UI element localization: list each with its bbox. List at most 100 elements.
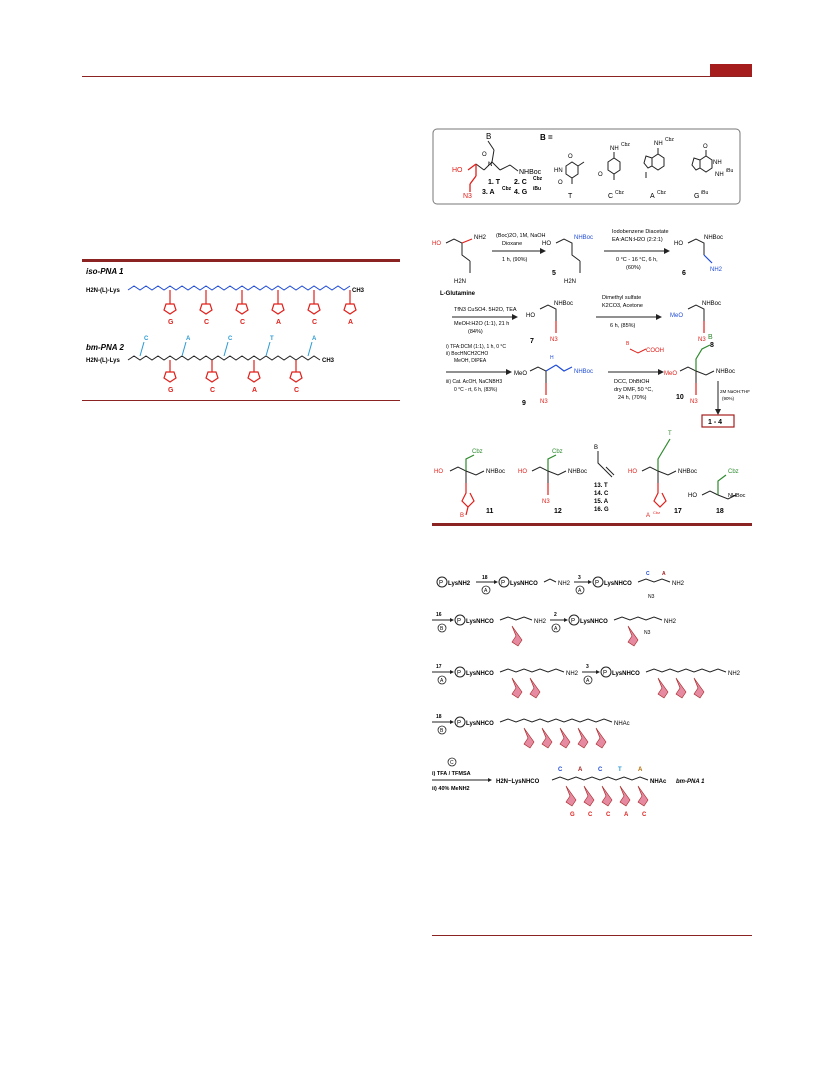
syn-step3-a: TfN3 CuSO4. 5H2O, TEA — [454, 307, 517, 313]
syn-7-n3: N3 — [550, 337, 558, 343]
svg-text:O: O — [703, 144, 708, 150]
syn-9-nhboc: NHBoc — [574, 369, 593, 375]
sp-nh2-2: NH2 — [672, 581, 685, 587]
syn-acid-cooh: COOH — [646, 348, 664, 354]
header-tab — [710, 64, 752, 76]
sp-row3-phase2: A — [586, 678, 590, 684]
sp-row2-n3: N3 — [644, 630, 651, 636]
syn-step4-b: K2CO3, Acetone — [602, 303, 643, 309]
syn-step1-a: (Boc)2O, 1M, NaOH — [496, 233, 546, 239]
pna-structures: iso-PNA 1 H2N-(L)-Lys CH3 G C C A C A bm… — [86, 267, 365, 394]
box-ho: HO — [452, 167, 463, 174]
sp-row1-step2: 3 — [578, 575, 581, 581]
base-a-nh-sup: Cbz — [665, 137, 674, 143]
syn-5-h2n: H2N — [564, 279, 576, 285]
syn-step7-a: 2M NaOH:THF — [720, 389, 750, 394]
syn-6-nhboc: NHBoc — [704, 235, 723, 241]
sp-resin-3: P — [595, 581, 599, 587]
iso-pna-backbone — [127, 285, 351, 291]
syn-glutamine-ho: HO — [432, 241, 441, 247]
iso-base-1: G — [168, 319, 174, 326]
syn-12-cbz: Cbz — [552, 449, 563, 455]
sp-final-end: NHAc — [650, 779, 667, 785]
syn-step4-a: Dimethyl sulfate — [602, 295, 641, 301]
syn-alkyne-14: 14. C — [594, 491, 609, 497]
base-c-label: C — [608, 193, 613, 200]
base-g-label: G — [694, 193, 699, 200]
syn-8-nhboc: NHBoc — [702, 301, 721, 307]
sp-nh2-5: NH2 — [566, 671, 579, 677]
syn-step3-b: MeOH:H2O (1:1), 21 h — [454, 321, 509, 327]
sp-row2-phase1: B — [440, 626, 444, 632]
base-a-nh: NH — [654, 141, 663, 147]
syn-18-cbz: Cbz — [728, 469, 739, 475]
sp-row2-phase2: A — [554, 626, 558, 632]
svg-text:O: O — [568, 154, 573, 160]
sp-lysco-6: LysNHCO — [612, 671, 640, 677]
solid-phase-scheme: P LysNH2 18 A P LysNHCO NH2 3 A P LysNHC… — [432, 571, 741, 818]
syn-10-n3: N3 — [690, 399, 698, 405]
sp-nhac-1: NHAc — [614, 721, 630, 727]
sp-lysco-5: LysNHCO — [466, 671, 494, 677]
base-c-nh-sup: Cbz — [621, 142, 630, 148]
box-n3: N3 — [463, 193, 472, 200]
syn-9-n3: N3 — [540, 399, 548, 405]
bm-pna-side-chains — [163, 360, 303, 383]
syn-num-10: 10 — [676, 394, 684, 401]
syn-alkyne-16: 16. G — [594, 507, 609, 513]
syn-step2-b: EA:ACN:H2O (2:2:1) — [612, 237, 663, 243]
syn-step1-c: 1 h, (90%) — [502, 257, 528, 263]
sp-row2-step2: 2 — [554, 612, 557, 618]
syn-12-n3: N3 — [542, 499, 550, 505]
sp-cleave-a: i) TFA / TFMSA — [432, 771, 471, 777]
syn-alkyne-15: 15. A — [594, 499, 609, 505]
box-compound-2: 2. C — [514, 179, 527, 186]
sp-row1-phase2: A — [578, 588, 582, 594]
syn-10-meo: MeO — [664, 371, 677, 377]
sp-final-bottom-1: G — [570, 812, 575, 818]
bm-top-base-4: T — [270, 336, 274, 342]
sp-final-top-2: A — [578, 767, 583, 773]
sp-nh2-3: NH2 — [534, 619, 547, 625]
sp-row1-phase1: A — [484, 588, 488, 594]
sp-row1-n3: N3 — [648, 594, 655, 600]
syn-step5-c: MeOH, DIPEA — [454, 358, 487, 364]
bm-top-base-3: C — [228, 336, 233, 342]
svg-text:O: O — [598, 172, 603, 178]
syn-10-b: B — [708, 334, 713, 341]
sp-lysco-7: LysNHCO — [466, 721, 494, 727]
syn-step6-a: DCC, DhBtOH — [614, 379, 649, 385]
sp-final-start: H2N~LysNHCO — [496, 779, 540, 785]
sp-lysco-1: LysNHCO — [510, 581, 538, 587]
syn-6-nh2: NH2 — [710, 267, 723, 273]
syn-glutamine-nh2: NH2 — [474, 235, 487, 241]
syn-num-11: 11 — [486, 508, 494, 515]
sp-final-top-3: C — [598, 767, 603, 773]
syn-num-18: 18 — [716, 508, 724, 515]
iso-base-2: C — [204, 319, 209, 326]
sp-row4-phase1: B — [440, 728, 444, 734]
base-a-label-sup: Cbz — [657, 190, 666, 196]
bm-bottom-base-4: C — [294, 387, 299, 394]
sp-final-top-4: T — [618, 767, 622, 773]
sp-row3-step2: 3 — [586, 664, 589, 670]
syn-11-nhboc: NHBoc — [486, 469, 505, 475]
box-compound-4-sup: iBu — [533, 186, 541, 192]
syn-10-nhboc: NHBoc — [716, 369, 735, 375]
syn-17-a-sup: Cbz — [653, 510, 660, 515]
sp-nh2-4: NH2 — [664, 619, 677, 625]
right-mid-rule — [432, 523, 752, 526]
sp-lysco-3: LysNHCO — [466, 619, 494, 625]
box-b-label: B — [486, 132, 491, 141]
syn-8-n3: N3 — [698, 337, 706, 343]
sp-final-top-1: C — [558, 767, 563, 773]
syn-step4-c: 6 h, (85%) — [610, 323, 636, 329]
iso-pna-start: H2N-(L)-Lys — [86, 288, 120, 294]
sp-row3-phase1: A — [440, 678, 444, 684]
bm-bottom-base-3: A — [252, 387, 257, 394]
syn-17-nhboc: NHBoc — [678, 469, 697, 475]
bm-top-base-5: A — [312, 336, 317, 342]
left-section-rule-top — [82, 259, 400, 262]
syn-step6-b: dry DMF, 50 °C, — [614, 387, 653, 393]
sp-resin-6: P — [457, 671, 461, 677]
